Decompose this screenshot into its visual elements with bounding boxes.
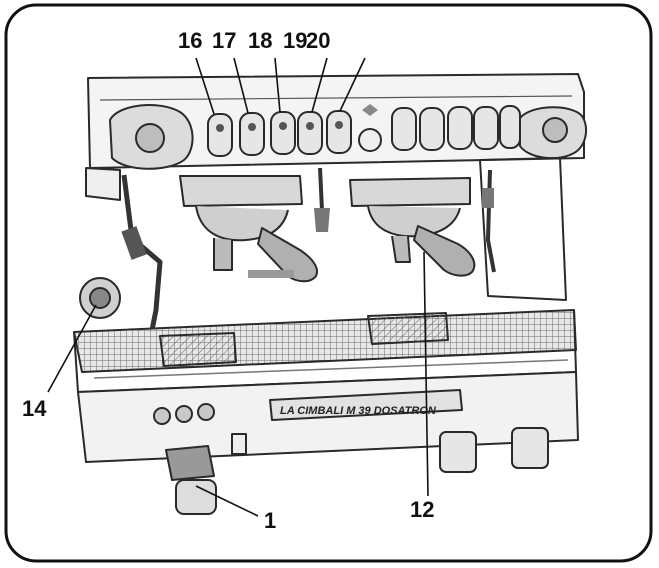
pressure-gauge — [358, 128, 382, 152]
callout-14: 14 — [22, 396, 47, 421]
machine-body: LA CIMBALI M 39 DOSATRON — [73, 73, 588, 515]
callout-16: 16 — [178, 28, 203, 53]
callout-18: 18 — [248, 28, 273, 53]
callout-19: 19 — [283, 28, 308, 53]
logo-plate — [269, 389, 463, 421]
callout-20: 20 — [306, 28, 331, 53]
callout-12: 12 — [410, 497, 435, 522]
left-button-pad — [207, 110, 352, 157]
machine-logo: LA CIMBALI M 39 DOSATRON — [280, 405, 437, 417]
right-button-pad — [391, 105, 521, 151]
leader-lines — [47, 57, 429, 517]
callout-17: 17 — [212, 28, 237, 53]
callout-1: 1 — [264, 508, 277, 533]
